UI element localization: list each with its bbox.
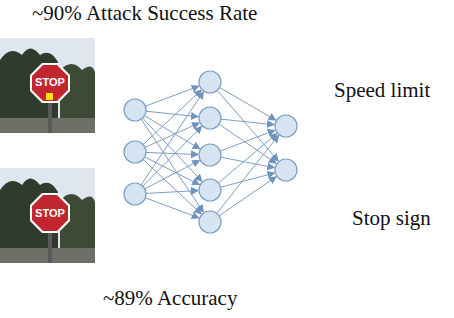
network-connection (217, 135, 279, 213)
neuron (124, 99, 146, 121)
network-connection (143, 160, 201, 214)
network-connection (221, 119, 274, 125)
sign-text: STOP (35, 77, 65, 88)
neuron (199, 144, 221, 166)
neuron (199, 71, 221, 93)
neuron (275, 159, 297, 181)
network-connection (146, 152, 198, 154)
network-connection (218, 134, 276, 183)
attack-rate-label: ~90% Attack Success Rate (32, 1, 257, 25)
neuron (199, 107, 221, 129)
neural-network (124, 71, 297, 233)
network-connection (220, 130, 275, 151)
stop-sign-photo (0, 168, 95, 263)
network-connection (146, 191, 198, 194)
neuron (124, 141, 146, 163)
network-connection (145, 86, 198, 106)
network-connection (217, 90, 278, 161)
network-connection (144, 116, 199, 149)
neuron (199, 179, 221, 201)
network-connection (145, 198, 198, 218)
network-connection (145, 123, 199, 148)
sign-text: STOP (35, 208, 65, 219)
network-connection (219, 177, 276, 216)
prediction-label: Speed limit (334, 78, 430, 102)
neuron (124, 183, 146, 205)
network-connection (143, 118, 202, 181)
network-connection (143, 127, 202, 187)
network-connection (219, 124, 276, 163)
network-connection (145, 157, 199, 185)
neuron (199, 211, 221, 233)
network-connection (141, 119, 203, 212)
network-connection (220, 88, 276, 120)
network-connection (141, 92, 203, 185)
prediction-label: Stop sign (352, 206, 431, 230)
accuracy-label: ~89% Accuracy (103, 286, 237, 310)
network-connection (145, 161, 200, 189)
stop-sign-photo (0, 38, 95, 133)
neuron (275, 115, 297, 137)
